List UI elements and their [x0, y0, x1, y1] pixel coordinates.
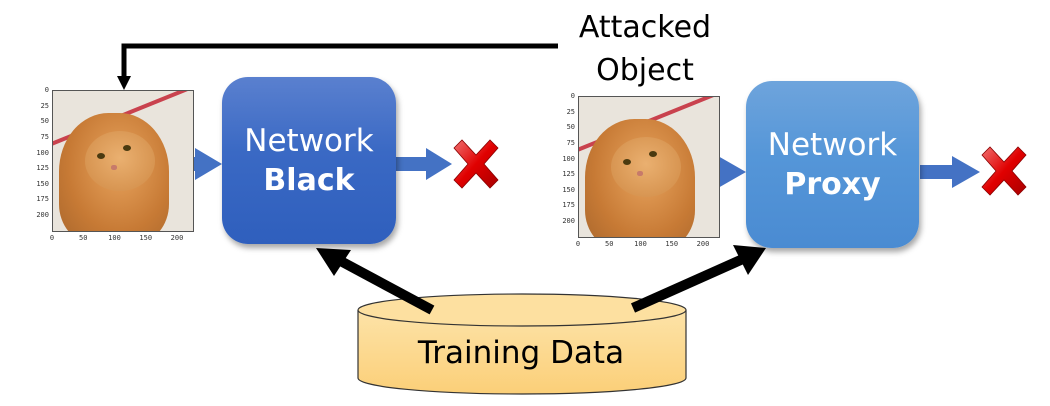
x-tick-label: 100: [634, 240, 647, 248]
y-tick-label: 200: [36, 211, 49, 219]
x-tick-label: 50: [79, 234, 88, 242]
y-tick-label: 150: [36, 179, 49, 188]
x-tick-label: 150: [139, 234, 153, 242]
y-tick-label: 50: [566, 123, 575, 132]
y-tick-label: 175: [36, 195, 49, 204]
y-tick-label: 25: [40, 101, 49, 110]
y-tick-label: 75: [566, 138, 575, 147]
y-tick-label: 125: [562, 170, 575, 179]
y-tick-label: 0: [570, 92, 575, 100]
proxy-to-reject-arrow: [920, 156, 980, 188]
training-data-cylinder: [357, 293, 687, 395]
network-proxy-line1: Network: [767, 126, 898, 163]
y-tick-label: 0: [44, 86, 49, 94]
network-black-line2: Black: [263, 162, 355, 198]
attacked-label-line1: Attacked: [578, 10, 712, 45]
cat-image-original: [52, 90, 194, 232]
attacked-image-plot: 0 25 50 75 100 125 150 175 200 0 50 100 150 200: [550, 92, 720, 252]
y-tick-label: 150: [562, 185, 575, 194]
y-tick-label: 25: [566, 107, 575, 116]
attacked-label-line2: Object: [596, 53, 694, 88]
network-black-line1: Network: [244, 122, 374, 159]
y-tick-label: 175: [562, 201, 575, 210]
black-to-reject-arrow: [396, 148, 452, 180]
training-data-label: Training Data: [417, 335, 625, 371]
x-tick-label: 200: [170, 234, 184, 242]
original-image-plot: 0 25 50 75 100 125 150 175 200 0 50 100 150 200: [30, 86, 200, 246]
training-to-black-arrow: [316, 248, 435, 315]
feedback-arrow: [117, 43, 558, 90]
cat-image-attacked: [578, 96, 720, 238]
attacked-object-label: Attacked Object: [560, 6, 730, 92]
training-to-proxy-arrow: [630, 245, 766, 313]
x-tick-label: 0: [575, 240, 581, 248]
network-proxy-line2: Proxy: [784, 166, 881, 202]
x-tick-label: 100: [108, 234, 121, 242]
reject-x-icon-black: [453, 139, 499, 189]
y-tick-label: 125: [36, 164, 49, 173]
reject-x-icon-proxy: [981, 146, 1027, 196]
network-black-box: Network Black: [222, 77, 396, 244]
network-proxy-box: Network Proxy: [746, 81, 919, 248]
y-tick-label: 100: [562, 154, 575, 163]
y-tick-label: 200: [562, 217, 575, 225]
y-tick-label: 75: [40, 132, 49, 141]
x-tick-label: 50: [605, 240, 614, 248]
y-tick-label: 100: [36, 148, 49, 157]
y-tick-label: 50: [40, 117, 49, 126]
x-tick-label: 200: [696, 240, 710, 248]
x-tick-label: 0: [49, 234, 55, 242]
x-tick-label: 150: [665, 240, 679, 248]
